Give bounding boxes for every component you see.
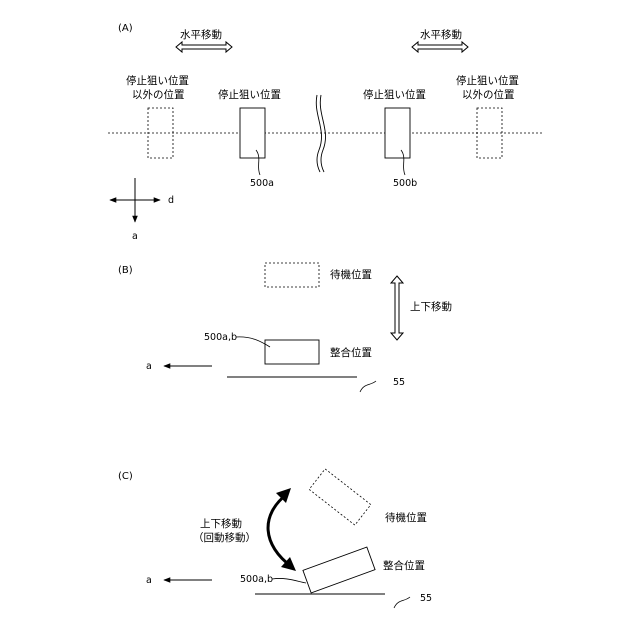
aligned-label-c: 整合位置 bbox=[383, 559, 425, 572]
leader-500ab-c bbox=[272, 578, 306, 583]
aligned-box-b bbox=[265, 340, 319, 364]
non-target-left-label-line1: 停止狙い位置 bbox=[126, 74, 189, 87]
aligned-box-c bbox=[303, 547, 375, 593]
standby-label-b: 待機位置 bbox=[330, 268, 372, 281]
axis-a-label-c: a bbox=[146, 575, 152, 586]
break-symbol bbox=[316, 95, 325, 172]
panel-b-label: (B) bbox=[118, 265, 133, 276]
ref-55-b: 55 bbox=[393, 377, 405, 388]
rotation-arrow-shaft bbox=[268, 494, 292, 567]
axis-a-label-b: a bbox=[146, 361, 152, 372]
panel-c-label: (C) bbox=[118, 471, 133, 482]
axis-d-label: d bbox=[168, 195, 174, 206]
vertical-move-arrow bbox=[391, 276, 403, 340]
ref-500ab-b: 500a,b bbox=[204, 332, 237, 343]
target-right-box-500b bbox=[385, 108, 410, 158]
panel-a-label: (A) bbox=[118, 23, 133, 34]
vertical-move-label-b: 上下移動 bbox=[410, 300, 452, 313]
ref-500ab-c: 500a,b bbox=[240, 574, 273, 585]
horizontal-move-arrow-left bbox=[176, 42, 232, 52]
standby-label-c: 待機位置 bbox=[385, 511, 427, 524]
horizontal-move-label-right: 水平移動 bbox=[420, 28, 462, 41]
target-left-label: 停止狙い位置 bbox=[218, 88, 281, 101]
vertical-move-label-c: 上下移動 bbox=[200, 517, 242, 530]
axis-cross bbox=[110, 178, 160, 222]
horizontal-move-label-left: 水平移動 bbox=[180, 28, 222, 41]
ref-500b: 500b bbox=[393, 178, 417, 189]
ref-55-c: 55 bbox=[420, 593, 432, 604]
target-right-label: 停止狙い位置 bbox=[363, 88, 426, 101]
non-target-right-label-line2: 以外の位置 bbox=[462, 88, 515, 101]
rotation-move-label-c: （回動移動） bbox=[193, 531, 256, 544]
non-target-left-label-line2: 以外の位置 bbox=[132, 88, 185, 101]
standby-box-c bbox=[309, 469, 371, 525]
leader-55-c bbox=[394, 597, 410, 608]
horizontal-move-arrow-right bbox=[412, 42, 468, 52]
standby-box-b bbox=[265, 263, 319, 287]
axis-a-label-panel-a: a bbox=[132, 231, 138, 242]
aligned-label-b: 整合位置 bbox=[330, 346, 372, 359]
ref-500a: 500a bbox=[250, 178, 274, 189]
non-target-right-label-line1: 停止狙い位置 bbox=[456, 74, 519, 87]
target-left-box-500a bbox=[240, 108, 265, 158]
leader-55-b bbox=[360, 381, 376, 392]
